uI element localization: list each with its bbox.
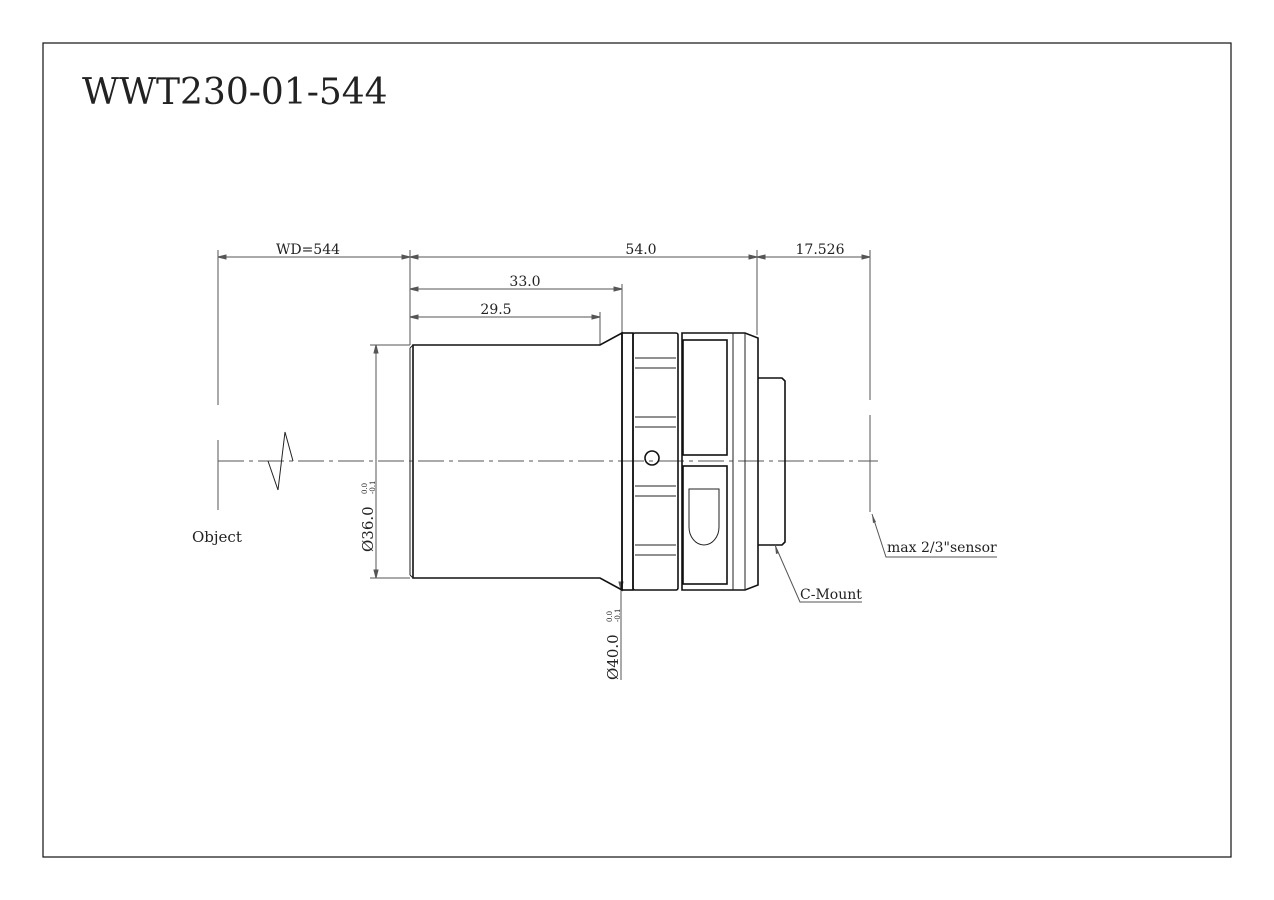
svg-text:0.0: 0.0 bbox=[606, 611, 614, 622]
dimension-lines bbox=[217, 254, 871, 591]
body-diameter-dimension: Ø40.0 0.0 -0.1 bbox=[604, 609, 622, 681]
c-mount-thread bbox=[758, 377, 786, 546]
drawing-frame bbox=[42, 42, 1232, 858]
barrel-length-dimension: 29.5 bbox=[480, 302, 511, 318]
extension-lines bbox=[217, 250, 871, 680]
set-screw-hole bbox=[644, 450, 660, 466]
svg-text:-0.1: -0.1 bbox=[614, 609, 622, 623]
sensor-leader bbox=[871, 513, 997, 558]
svg-text:Ø40.0: Ø40.0 bbox=[604, 634, 622, 680]
slot bbox=[688, 488, 720, 546]
svg-text:-0.1: -0.1 bbox=[369, 481, 377, 495]
c-mount-label: C-Mount bbox=[800, 587, 862, 603]
svg-text:0.0: 0.0 bbox=[361, 483, 369, 494]
focus-ring-knurl bbox=[632, 332, 679, 591]
drawing-title: WWT230-01-544 bbox=[82, 72, 388, 113]
break-symbol bbox=[267, 431, 294, 491]
overall-length-dimension: 54.0 bbox=[625, 242, 656, 258]
lens-outline bbox=[409, 331, 786, 592]
sensor-label: max 2/3"sensor bbox=[887, 540, 997, 556]
lower-window bbox=[682, 465, 728, 585]
object-label: Object bbox=[192, 528, 242, 546]
c-mount-leader bbox=[774, 544, 862, 603]
flange-distance-dimension: 17.526 bbox=[796, 242, 845, 258]
ring-length-dimension: 33.0 bbox=[509, 274, 540, 290]
barrel-diameter-dimension: Ø36.0 0.0 -0.1 bbox=[359, 481, 377, 553]
svg-text:Ø36.0: Ø36.0 bbox=[359, 506, 377, 552]
upper-window bbox=[682, 339, 728, 456]
wd-dimension: WD=544 bbox=[276, 242, 340, 258]
